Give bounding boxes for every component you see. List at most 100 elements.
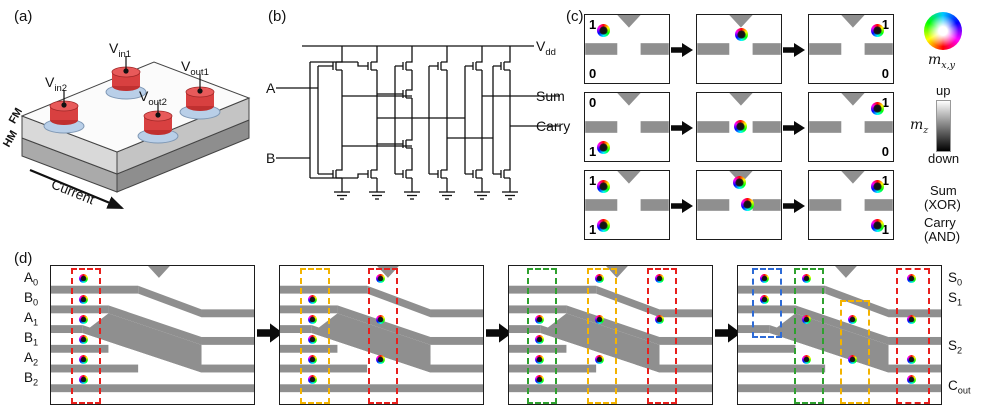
highlight-box-green [527,268,557,404]
vdd-label: Vdd [536,38,556,58]
skyrmion-dot [597,24,610,37]
step-arrow-icon [671,120,693,136]
cell-row3-col3: 1 1 [808,170,894,240]
skyrmion-dot [308,315,317,324]
bit-label: 1 [589,17,597,32]
sum-xor-label-line2: (XOR) [924,197,961,212]
skyrmion-dot [597,141,610,154]
skyrmion-dot [308,355,317,364]
bit-label: 1 [881,173,889,188]
skyrmion-dot [907,355,916,364]
skyrmion-dot [848,355,857,364]
output-label-s1: S1 [948,290,963,308]
skyrmion-dot [595,274,604,283]
bit-label: 1 [881,17,889,32]
bit-label: 1 [589,222,597,237]
output-label-cout: Cout [948,378,971,396]
input-label-b2: B2 [24,370,39,388]
bit-label: 1 [589,144,597,159]
skyrmion-dot [907,375,916,384]
sum-xor-label-line1: Sum [930,183,957,198]
carry-output-label: Carry [536,118,571,134]
input-label-a0: A0 [24,270,39,288]
skyrmion-dot [308,295,317,304]
bit-label: 0 [881,66,889,81]
mxy-color-wheel-icon [924,12,962,50]
bit-label: 1 [881,95,889,110]
skyrmion-dot [79,355,88,364]
cell-row2-col1: 0 1 [584,92,670,162]
skyrmion-dot [655,315,664,324]
bit-label: 0 [589,66,597,81]
skyrmion-dot [308,335,317,344]
skyrmion-dot [848,315,857,324]
output-label-s0: S0 [948,270,963,288]
mz-up-label: up [936,83,951,98]
skyrmion-dot [376,315,385,324]
step-arrow-icon [671,42,693,58]
full-adder-circuit-schematic [276,45,560,200]
input-label-b0: B0 [24,290,39,308]
input-label-b1: B1 [24,330,39,348]
step-arrow-icon [783,42,805,58]
skyrmion-dot [79,375,88,384]
skyrmion-dot [597,180,610,193]
highlight-box-red [896,268,930,404]
racetrack-step-1 [50,265,255,405]
input-b-label: B [266,150,276,166]
input-label-a2: A2 [24,350,39,368]
bit-label: 0 [589,95,597,110]
racetrack-step-4 [737,265,942,405]
highlight-box-yellow [587,268,617,404]
device-3d-schematic [20,56,251,210]
panel-d-tag: (d) [14,250,33,267]
skyrmion-dot [734,120,747,133]
skyrmion-dot [79,335,88,344]
cell-row1-col2 [696,14,782,84]
skyrmion-dot [595,355,604,364]
current-arrow-icon [29,168,125,210]
bit-label: 0 [881,144,889,159]
skyrmion-dot [871,102,884,115]
input-label-a1: A1 [24,310,39,328]
skyrmion-dot [535,335,544,344]
highlight-box-green [794,268,824,404]
cell-row1-col1: 1 0 [584,14,670,84]
skyrmion-dot [535,315,544,324]
skyrmion-dot [871,219,884,232]
panel-c-tag: (c) [566,8,584,25]
bit-label: 1 [881,222,889,237]
skyrmion-dot [871,24,884,37]
electrode-vin1 [105,56,147,100]
electrode-label-vin1: Vin1 [109,40,132,60]
circuit-wires [276,45,560,192]
highlight-box-red [368,268,398,404]
skyrmion-dot [597,219,610,232]
mz-grayscale-bar [936,100,951,152]
mz-down-label: down [928,151,960,166]
skyrmion-dot [308,375,317,384]
skyrmion-dot [907,274,916,283]
output-label-s2: S2 [948,338,963,356]
electrode-label-vout1: Vout1 [181,58,209,78]
cell-row3-col2 [696,170,782,240]
sum-output-label: Sum [536,88,565,104]
skyrmion-dot [655,274,664,283]
skyrmion-dot [376,274,385,283]
ground-symbols [333,191,519,200]
highlight-box-yellow [840,300,870,404]
skyrmion-dot [735,28,748,41]
cell-row2-col3: 1 0 [808,92,894,162]
skyrmion-dot [535,375,544,384]
electrode-vin2 [43,90,85,134]
skyrmion-dot [760,274,769,283]
skyrmion-dot [733,176,746,189]
cell-row2-col2 [696,92,782,162]
transistors [329,57,511,183]
cell-row3-col1: 1 1 [584,170,670,240]
skyrmion-dot [79,295,88,304]
bit-label: 1 [589,173,597,188]
skyrmion-dot [802,355,811,364]
skyrmion-dot [376,355,385,364]
